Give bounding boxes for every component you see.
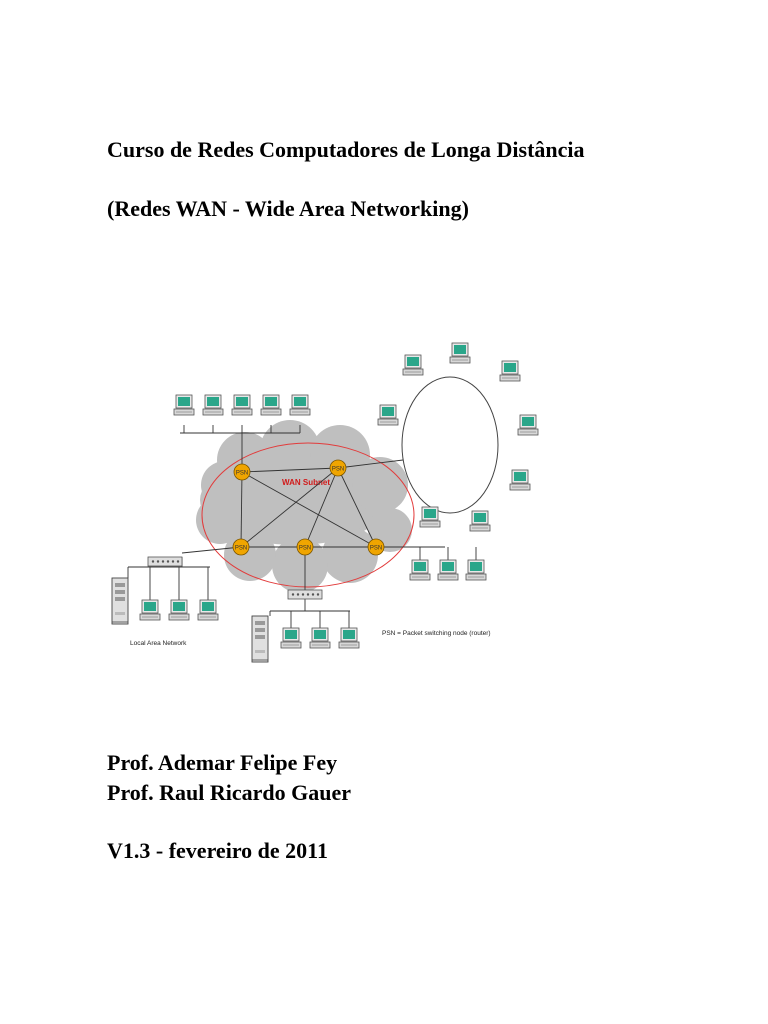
psn-node: PSN (233, 463, 251, 481)
lan-label: Local Area Network (130, 640, 187, 647)
computer-icon (509, 469, 531, 491)
author-name: Prof. Raul Ricardo Gauer (107, 780, 352, 805)
svg-text:PSN: PSN (299, 546, 311, 552)
wan-subnet-boundary (201, 442, 415, 588)
server-icon (111, 577, 129, 625)
computer-icon (437, 559, 459, 581)
psn-node: PSN (329, 459, 347, 477)
computer-icon (377, 404, 399, 426)
computer-icon (469, 510, 491, 532)
ring-network (401, 376, 499, 514)
svg-text:PSN: PSN (236, 471, 248, 477)
computer-icon (139, 599, 161, 621)
computer-icon (260, 394, 282, 416)
svg-text:PSN: PSN (370, 546, 382, 552)
psn-legend: PSN = Packet switching node (router) (382, 630, 491, 637)
computer-icon (499, 360, 521, 382)
computer-icon (517, 414, 539, 436)
svg-text:PSN: PSN (235, 546, 247, 552)
computer-icon (338, 627, 360, 649)
computer-icon (289, 394, 311, 416)
computer-icon (197, 599, 219, 621)
document-subtitle: (Redes WAN - Wide Area Networking) (107, 196, 469, 221)
computer-icon (202, 394, 224, 416)
wan-network-diagram: WAN Subnet (111, 342, 539, 663)
computer-icon (173, 394, 195, 416)
author-name: Prof. Ademar Felipe Fey (107, 750, 338, 775)
computer-icon (402, 354, 424, 376)
server-icon (251, 615, 269, 663)
computer-icon (465, 559, 487, 581)
computer-icon (409, 559, 431, 581)
computer-icon (231, 394, 253, 416)
psn-node: PSN (232, 538, 250, 556)
hub-icon (147, 556, 183, 567)
svg-text:PSN: PSN (332, 467, 344, 473)
computer-icon (309, 627, 331, 649)
hub-icon (287, 589, 323, 600)
wan-subnet-label: WAN Subnet (282, 478, 330, 487)
document-title: Curso de Redes Computadores de Longa Dis… (107, 137, 585, 162)
computer-icon (419, 506, 441, 528)
computer-icon (280, 627, 302, 649)
psn-node: PSN (296, 538, 314, 556)
computer-icon (168, 599, 190, 621)
subnet-links (127, 425, 477, 628)
psn-node: PSN (367, 538, 385, 556)
version-date: V1.3 - fevereiro de 2011 (107, 838, 328, 863)
computer-icon (449, 342, 471, 364)
